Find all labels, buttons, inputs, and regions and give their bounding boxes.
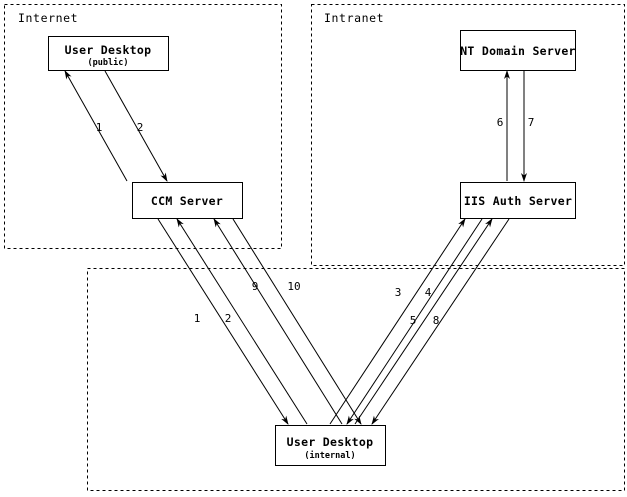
step-label-5: 5: [410, 314, 417, 327]
link-nt-domain-iis-auth: [504, 70, 527, 182]
node-nt-domain-server-title: NT Domain Server: [460, 44, 576, 58]
arrow-step-9: [213, 218, 343, 425]
node-user-desktop-internal-box[interactable]: [274, 424, 387, 467]
link-iis-internal-desktop-b: [354, 218, 510, 425]
arrow-step-2-public: [64, 70, 128, 182]
node-user-desktop-public-title: User Desktop: [65, 43, 152, 57]
node-iis-auth-server[interactable]: IIS Auth Server: [459, 181, 577, 220]
node-ccm-server[interactable]: CCM Server: [131, 181, 244, 220]
arrow-step-8: [371, 218, 510, 425]
node-ccm-server-box[interactable]: [131, 181, 244, 220]
node-user-desktop-public[interactable]: User Desktop (public): [47, 35, 170, 72]
step-label-4: 4: [425, 286, 432, 299]
step-label-1-public: 1: [96, 121, 103, 134]
link-iis-internal-desktop-a: [329, 218, 483, 425]
step-label-7: 7: [528, 116, 535, 129]
step-label-2-internal: 2: [225, 312, 232, 325]
step-label-3: 3: [395, 286, 402, 299]
link-public-desktop-ccm: [64, 70, 168, 182]
link-ccm-internal-desktop-a: [157, 218, 308, 425]
node-user-desktop-public-subtitle: (public): [88, 57, 129, 68]
node-iis-auth-server-title: IIS Auth Server: [464, 194, 572, 208]
arrow-step-5: [354, 218, 493, 425]
node-nt-domain-server-box[interactable]: [459, 29, 577, 72]
arrow-step-4: [346, 218, 483, 425]
step-label-6: 6: [497, 116, 504, 129]
zone-intranet-boundary: [310, 3, 626, 267]
arrow-step-10: [232, 218, 362, 425]
node-user-desktop-public-box[interactable]: [47, 35, 170, 72]
node-ccm-server-title: CCM Server: [151, 194, 223, 208]
arrow-step-1-internal: [157, 218, 289, 425]
arrow-step-1-public: [104, 70, 168, 182]
zone-internet-label: Internet: [18, 11, 78, 25]
step-label-2-public: 2: [137, 121, 144, 134]
node-user-desktop-internal[interactable]: User Desktop (internal): [274, 424, 387, 467]
step-label-8: 8: [433, 314, 440, 327]
node-user-desktop-internal-title: User Desktop: [287, 435, 374, 449]
node-nt-domain-server[interactable]: NT Domain Server: [459, 29, 577, 72]
step-label-10: 10: [287, 280, 300, 293]
zone-internet-boundary: [3, 3, 283, 250]
arrow-step-3: [329, 218, 466, 425]
zone-intranet-label: Intranet: [324, 11, 384, 25]
arrow-step-2-internal: [176, 218, 308, 425]
zone-lower-boundary: [86, 267, 626, 492]
step-label-9: 9: [252, 280, 259, 293]
node-iis-auth-server-box[interactable]: [459, 181, 577, 220]
step-label-1-internal: 1: [194, 312, 201, 325]
link-ccm-internal-desktop-b: [213, 218, 362, 425]
node-user-desktop-internal-subtitle: (internal): [304, 450, 355, 461]
